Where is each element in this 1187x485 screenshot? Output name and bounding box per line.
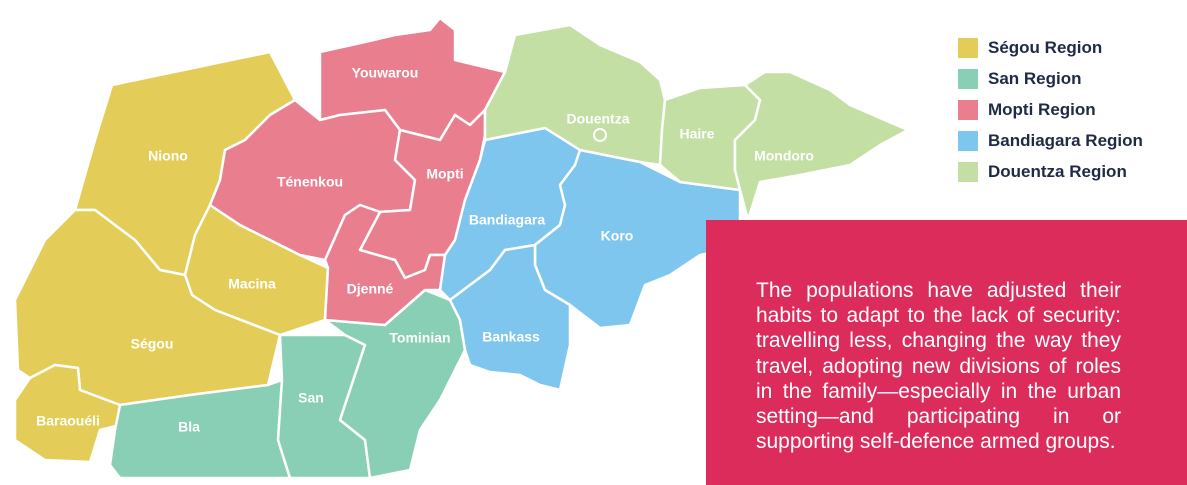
callout-text: The populations have adjusted their habi… [756, 279, 1121, 454]
legend-label: Ségou Region [988, 37, 1103, 57]
map-legend: Ségou Region San Region Mopti Region Ban… [958, 32, 1143, 187]
legend-item-san-region: San Region [958, 63, 1143, 94]
label-mopti: Mopti [426, 166, 463, 182]
label-bandiagara: Bandiagara [469, 212, 545, 228]
label-mondoro: Mondoro [754, 148, 814, 164]
legend-item-douentza-region: Douentza Region [958, 156, 1143, 187]
label-macina: Macina [228, 276, 276, 292]
label-douentza: Douentza [567, 111, 630, 127]
legend-label: Douentza Region [988, 161, 1127, 181]
douentza-town-marker [593, 128, 607, 142]
label-tenenkou: Ténenkou [277, 174, 343, 190]
legend-swatch [958, 37, 978, 58]
legend-label: San Region [988, 68, 1082, 88]
legend-swatch [958, 68, 978, 89]
legend-swatch [958, 99, 978, 120]
quote-callout-box: The populations have adjusted their habi… [706, 220, 1187, 485]
legend-swatch [958, 130, 978, 151]
label-niono: Niono [148, 148, 188, 164]
legend-swatch [958, 161, 978, 182]
label-koro: Koro [601, 228, 634, 244]
legend-label: Mopti Region [988, 99, 1096, 119]
label-bla: Bla [178, 419, 200, 435]
legend-label: Bandiagara Region [988, 130, 1143, 150]
district-bankass[interactable] [448, 243, 572, 392]
legend-item-segou-region: Ségou Region [958, 32, 1143, 63]
district-koro[interactable] [533, 148, 742, 330]
district-baraoueli[interactable] [13, 363, 122, 464]
label-segou: Ségou [131, 336, 174, 352]
label-tominian: Tominian [389, 330, 450, 346]
label-haire: Haire [679, 126, 714, 142]
label-baraoueli: Baraouéli [36, 413, 100, 429]
legend-item-mopti-region: Mopti Region [958, 94, 1143, 125]
label-youwarou: Youwarou [352, 65, 419, 81]
legend-item-bandiagara-region: Bandiagara Region [958, 125, 1143, 156]
label-djenne: Djenné [347, 281, 394, 297]
district-djenne[interactable] [323, 203, 447, 327]
label-san: San [298, 390, 324, 406]
label-bankass: Bankass [482, 329, 540, 345]
district-tominian[interactable] [323, 288, 467, 480]
district-mondoro[interactable] [733, 70, 910, 222]
